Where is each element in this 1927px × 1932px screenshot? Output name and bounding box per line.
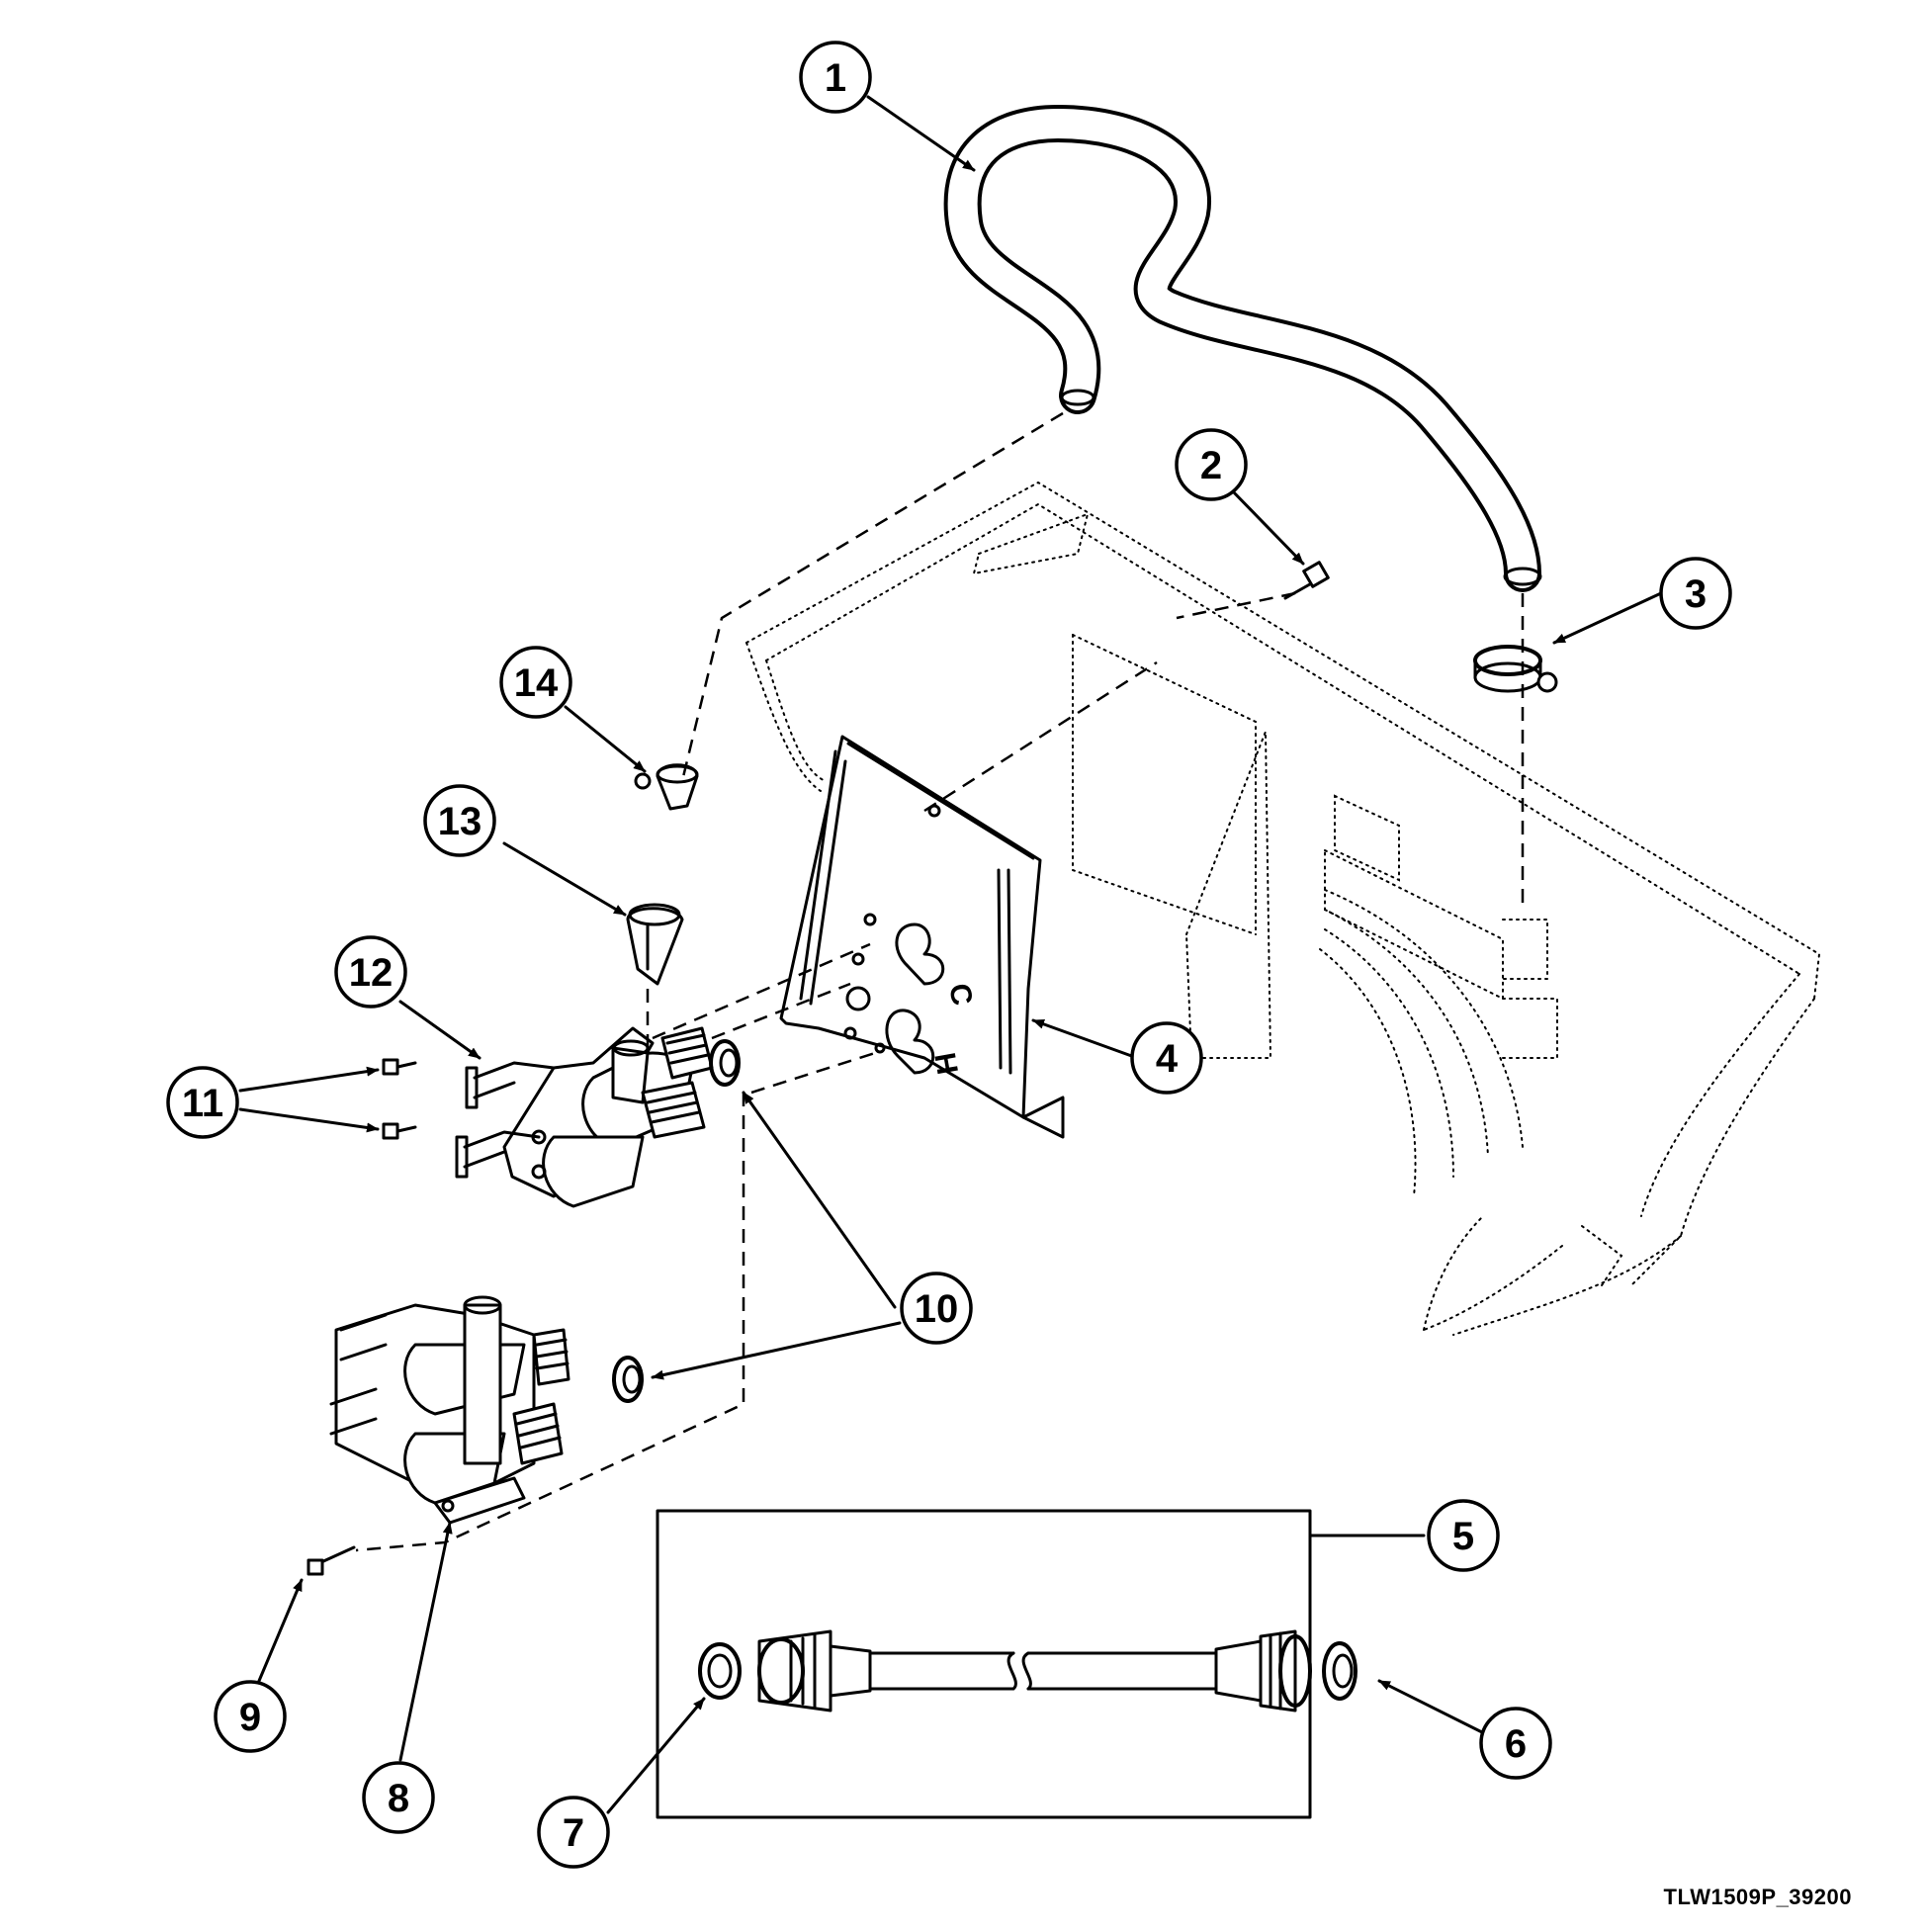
cabinet-outline [745,481,1821,1336]
svg-text:3: 3 [1685,572,1707,616]
svg-text:8: 8 [388,1777,409,1820]
mounting-bracket-4: C H [779,735,1065,1139]
hose-clamp-3 [1473,645,1558,693]
svg-text:13: 13 [438,800,482,843]
callout-13: 13 [423,784,496,857]
svg-text:12: 12 [349,951,394,995]
screw-9 [307,1545,356,1576]
svg-text:4: 4 [1156,1037,1179,1081]
svg-text:5: 5 [1452,1515,1474,1558]
callout-14: 14 [499,646,572,719]
figure-reference-code: TLW1509P_39200 [1663,1885,1852,1909]
svg-text:9: 9 [239,1696,261,1739]
callout-4: 4 [1130,1021,1203,1095]
assembly-lines [355,411,1525,1552]
callout-7: 7 [537,1796,610,1869]
filter-washer-10-upper [709,1039,741,1087]
svg-text:2: 2 [1200,444,1222,487]
callout-11: 11 [166,1066,239,1139]
callout-6: 6 [1479,1707,1552,1780]
water-valve-12 [455,1026,714,1208]
svg-text:1: 1 [825,56,846,100]
callout-5: 5 [1427,1499,1500,1572]
screws-11 [382,1058,417,1140]
callout-8: 8 [362,1761,435,1834]
inlet-hose-kit-5 [656,1509,1358,1819]
svg-text:11: 11 [182,1082,223,1125]
water-valve-8 [329,1295,570,1525]
nozzle-13 [626,903,684,986]
callout-10: 10 [900,1272,973,1345]
callout-12: 12 [334,935,407,1009]
svg-text:6: 6 [1505,1722,1527,1766]
svg-text:10: 10 [915,1287,959,1331]
svg-text:14: 14 [514,661,559,705]
svg-text:7: 7 [563,1811,584,1855]
callout-1: 1 [799,41,872,114]
callout-9: 9 [214,1680,287,1753]
leader-lines [238,95,1663,1814]
callout-2: 2 [1175,428,1248,501]
fill-hose [943,104,1542,592]
filter-washer-10-lower [612,1356,644,1403]
callout-3: 3 [1659,557,1732,630]
screw-2 [1283,561,1330,600]
